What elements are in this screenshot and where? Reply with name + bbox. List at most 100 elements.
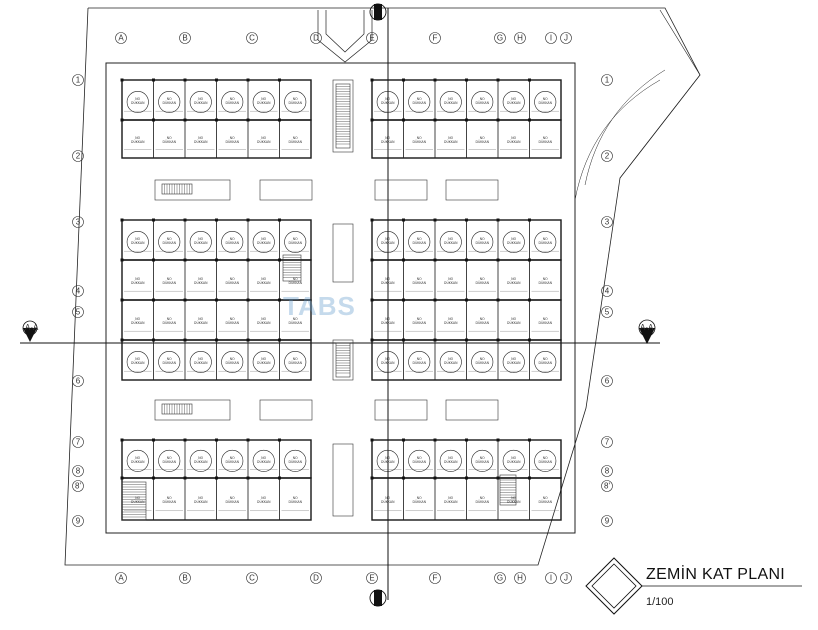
svg-text:DÜKKAN: DÜKKAN: [131, 459, 145, 464]
shop-row-mid-left-4: NODÜKKANNODÜKKANNODÜKKANNODÜKKANNODÜKKAN…: [120, 338, 312, 381]
svg-text:DÜKKAN: DÜKKAN: [476, 360, 490, 365]
svg-text:NO: NO: [230, 277, 235, 281]
svg-text:NO: NO: [543, 277, 548, 281]
grid-row-7-left: 7: [72, 436, 84, 448]
grid-col-H-top: H: [514, 32, 526, 44]
svg-text:B: B: [182, 34, 187, 43]
svg-text:DÜKKAN: DÜKKAN: [289, 280, 303, 285]
svg-text:DÜKKAN: DÜKKAN: [507, 139, 521, 144]
svg-text:NO: NO: [261, 97, 266, 101]
svg-text:NO: NO: [293, 317, 298, 321]
svg-text:DÜKKAN: DÜKKAN: [257, 360, 271, 365]
svg-text:NO: NO: [480, 496, 485, 500]
svg-text:DÜKKAN: DÜKKAN: [539, 499, 553, 504]
svg-text:NO: NO: [480, 237, 485, 241]
svg-text:D: D: [313, 574, 319, 583]
svg-text:H: H: [517, 574, 523, 583]
grid-row-7-right: 7: [601, 436, 613, 448]
grid-row-9-right: 9: [601, 515, 613, 527]
svg-text:A: A: [118, 574, 124, 583]
svg-text:NO: NO: [167, 277, 172, 281]
svg-text:NO: NO: [198, 97, 203, 101]
svg-text:DÜKKAN: DÜKKAN: [507, 280, 521, 285]
svg-text:NO: NO: [480, 97, 485, 101]
svg-text:DÜKKAN: DÜKKAN: [194, 139, 208, 144]
grid-row-5-left: 5: [72, 306, 84, 318]
svg-text:DÜKKAN: DÜKKAN: [444, 280, 458, 285]
svg-text:DÜKKAN: DÜKKAN: [289, 499, 303, 504]
svg-text:DÜKKAN: DÜKKAN: [131, 360, 145, 365]
svg-text:1: 1: [76, 76, 81, 85]
svg-text:5: 5: [76, 308, 81, 317]
plan-title: ZEMİN KAT PLANI: [646, 566, 786, 583]
svg-text:1: 1: [605, 76, 610, 85]
svg-text:NO: NO: [167, 237, 172, 241]
svg-text:NO: NO: [293, 97, 298, 101]
svg-text:DÜKKAN: DÜKKAN: [539, 459, 553, 464]
svg-text:NO: NO: [293, 237, 298, 241]
svg-text:DÜKKAN: DÜKKAN: [194, 320, 208, 325]
grid-col-G-top: G: [494, 32, 506, 44]
svg-text:DÜKKAN: DÜKKAN: [226, 139, 240, 144]
svg-text:DÜKKAN: DÜKKAN: [444, 240, 458, 245]
svg-text:DÜKKAN: DÜKKAN: [163, 280, 177, 285]
shop-row-mid-right-1: NODÜKKANNODÜKKANNODÜKKANNODÜKKANNODÜKKAN…: [370, 218, 562, 261]
north-marker-top: [369, 3, 387, 21]
svg-text:DÜKKAN: DÜKKAN: [476, 280, 490, 285]
grid-col-F-top: F: [429, 32, 441, 44]
svg-text:DÜKKAN: DÜKKAN: [163, 499, 177, 504]
svg-text:3: 3: [605, 218, 610, 227]
svg-text:DÜKKAN: DÜKKAN: [539, 360, 553, 365]
svg-text:NO: NO: [167, 456, 172, 460]
title-block-symbol: [585, 557, 802, 615]
svg-text:NO: NO: [480, 357, 485, 361]
svg-text:DÜKKAN: DÜKKAN: [131, 499, 145, 504]
grid-row-1-left: 1: [72, 74, 84, 86]
svg-text:NO: NO: [448, 277, 453, 281]
svg-text:A-A: A-A: [640, 323, 654, 332]
grid-row-4-left: 4: [72, 285, 84, 297]
svg-text:NO: NO: [135, 277, 140, 281]
shop-row-top-left-upper: NODÜKKANNODÜKKANNODÜKKANNODÜKKANNODÜKKAN…: [120, 78, 312, 121]
svg-text:NO: NO: [511, 97, 516, 101]
grid-col-E-top: E: [366, 32, 378, 44]
svg-text:NO: NO: [198, 357, 203, 361]
grid-col-C-top: C: [246, 32, 258, 44]
svg-text:NO: NO: [230, 237, 235, 241]
svg-text:DÜKKAN: DÜKKAN: [444, 499, 458, 504]
shop-row-bottom-left-upper: NODÜKKANNODÜKKANNODÜKKANNODÜKKANNODÜKKAN…: [120, 438, 312, 479]
svg-text:A: A: [118, 34, 124, 43]
svg-text:NO: NO: [293, 277, 298, 281]
svg-text:6: 6: [605, 377, 610, 386]
svg-text:DÜKKAN: DÜKKAN: [163, 100, 177, 105]
